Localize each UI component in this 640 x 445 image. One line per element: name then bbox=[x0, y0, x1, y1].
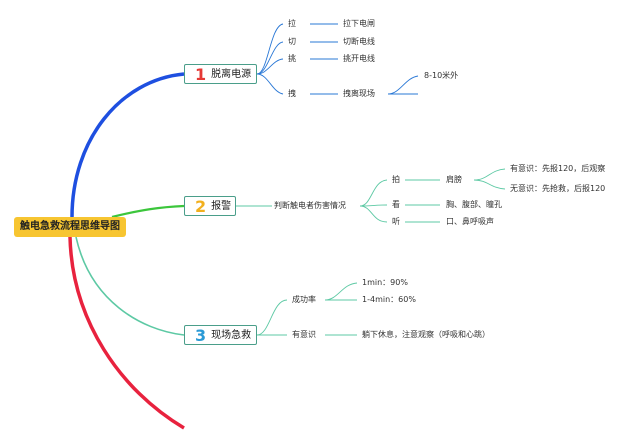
branch-number: 1 bbox=[195, 65, 207, 84]
detail-lift[interactable]: 挑开电线 bbox=[343, 54, 375, 63]
outcome-conscious[interactable]: 有意识：先报120，后观察 bbox=[510, 164, 606, 173]
action-lift[interactable]: 挑 bbox=[288, 54, 296, 63]
action-drag[interactable]: 拽 bbox=[288, 89, 296, 98]
branch-line-green bbox=[111, 204, 185, 219]
branch3-connectors bbox=[256, 282, 358, 336]
action-cut[interactable]: 切 bbox=[288, 37, 296, 46]
branch-line-blue bbox=[70, 72, 185, 218]
action-listen[interactable]: 听 bbox=[392, 217, 400, 226]
action-tap[interactable]: 拍 bbox=[392, 175, 400, 184]
branch1-connectors bbox=[256, 23, 419, 95]
outcome-unconscious[interactable]: 无意识：先抢救，后报120 bbox=[510, 184, 606, 193]
rest-observe[interactable]: 躺下休息，注意观察（呼吸和心跳） bbox=[362, 330, 490, 339]
detail-distance[interactable]: 8-10米外 bbox=[424, 71, 459, 80]
detail-shoulder[interactable]: 肩膀 bbox=[446, 175, 462, 184]
detail-cut[interactable]: 切断电线 bbox=[343, 37, 375, 46]
branch-node-disconnect-power[interactable]: 1 脱离电源 bbox=[184, 64, 257, 84]
branch-line-red bbox=[68, 236, 185, 430]
detail-pull[interactable]: 拉下电闸 bbox=[343, 19, 375, 28]
rate-1min[interactable]: 1min：90% bbox=[362, 278, 408, 287]
branch-label: 现场急救 bbox=[211, 330, 252, 341]
branch-node-first-aid[interactable]: 3 现场急救 bbox=[184, 325, 257, 345]
branch-number: 2 bbox=[195, 197, 207, 216]
branch2-connectors bbox=[236, 168, 506, 223]
action-pull[interactable]: 拉 bbox=[288, 19, 296, 28]
rate-1-4min[interactable]: 1-4min：60% bbox=[362, 295, 416, 304]
detail-listen[interactable]: 口、鼻呼吸声 bbox=[446, 217, 494, 226]
branch-line-teal bbox=[75, 236, 185, 336]
assess-injury[interactable]: 判断触电者伤害情况 bbox=[274, 201, 346, 210]
branch-label: 脱离电源 bbox=[211, 69, 252, 80]
detail-look[interactable]: 胸、腹部、瞳孔 bbox=[446, 200, 502, 209]
conscious-state[interactable]: 有意识 bbox=[292, 330, 316, 339]
root-node[interactable]: 触电急救流程思维导图 bbox=[14, 217, 126, 237]
branch-node-alarm[interactable]: 2 报警 bbox=[184, 196, 236, 216]
branch-number: 3 bbox=[195, 326, 207, 345]
detail-drag[interactable]: 拽离现场 bbox=[343, 89, 375, 98]
action-look[interactable]: 看 bbox=[392, 200, 400, 209]
branch-label: 报警 bbox=[211, 201, 232, 212]
success-rate[interactable]: 成功率 bbox=[292, 295, 316, 304]
